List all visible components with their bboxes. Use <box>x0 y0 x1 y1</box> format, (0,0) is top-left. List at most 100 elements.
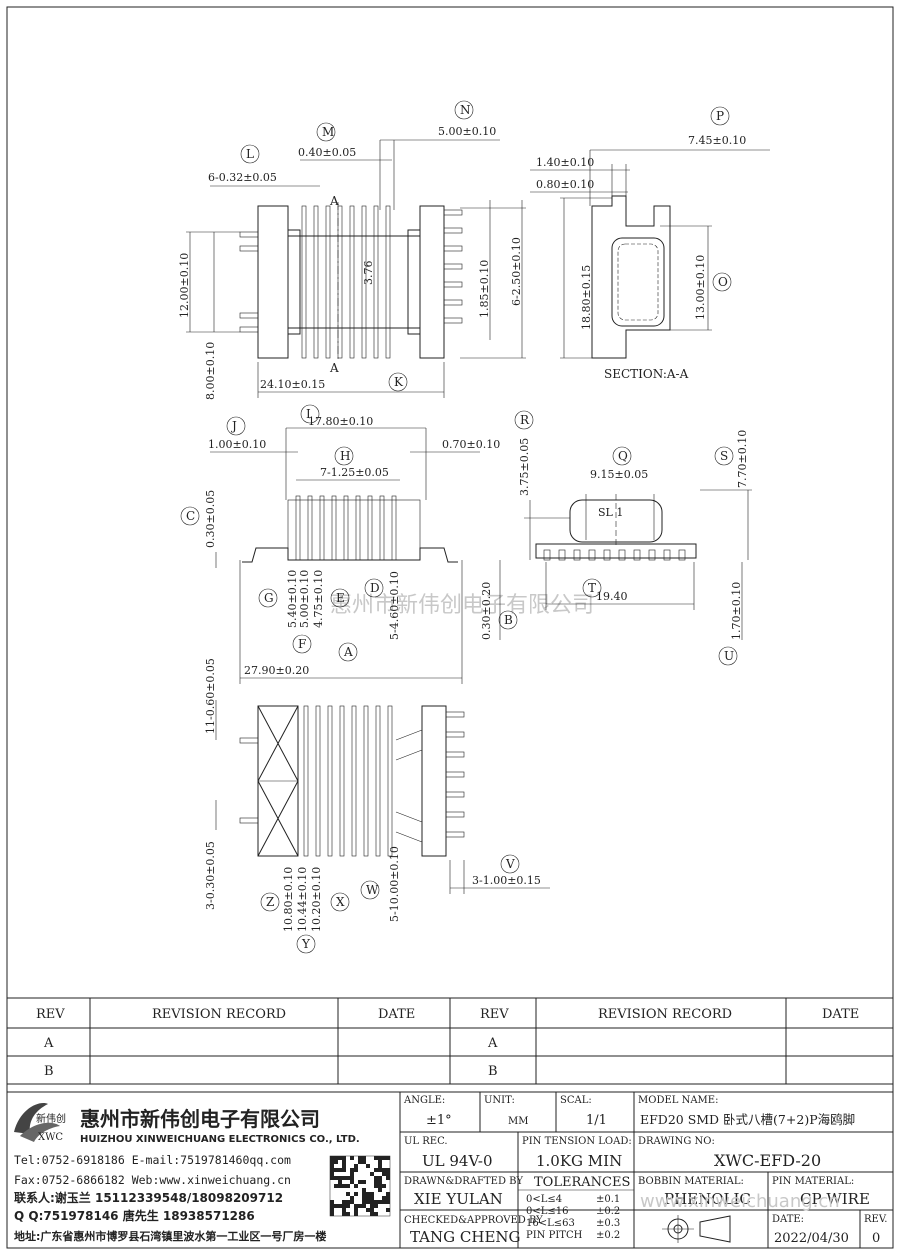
balloon-circle <box>330 588 350 608</box>
fin-plate <box>373 205 379 359</box>
bobbin-label: BOBBIN MATERIAL: <box>638 1176 744 1187</box>
fin-plate <box>331 495 337 561</box>
balloon-u: U <box>724 649 734 663</box>
angle-value: ±1° <box>426 1113 452 1128</box>
pin <box>663 549 671 561</box>
fin-plate <box>295 495 301 561</box>
fin-plate <box>327 705 333 857</box>
balloon-circle <box>718 646 738 666</box>
dim-8: 8.00±0.10 <box>204 342 217 400</box>
pin <box>573 549 581 561</box>
dim-B: 0.30±0.20 <box>480 582 493 640</box>
balloon-m: M <box>322 125 334 139</box>
section-view <box>530 149 770 359</box>
balloon-circle <box>498 610 518 630</box>
balloon-c: C <box>186 509 195 523</box>
dim-1106: 11-0.60±0.05 <box>204 658 217 734</box>
dim-R: 3.75±0.05 <box>518 438 531 496</box>
pin <box>443 317 463 324</box>
title-block <box>6 1091 894 1249</box>
fin-plate <box>355 495 361 561</box>
balloon-circle <box>260 892 280 912</box>
scale-label: SCAL: <box>560 1095 592 1106</box>
balloon-circle <box>316 122 336 142</box>
pin <box>443 281 463 288</box>
dim-E: 4.75±0.10 <box>312 570 325 628</box>
section-mark-bottom: A <box>329 361 339 375</box>
balloon-v: V <box>505 857 515 871</box>
date-label: DATE: <box>772 1214 804 1225</box>
fin-plate <box>351 705 357 857</box>
dim-1880: 18.80±0.15 <box>580 265 593 330</box>
dim-Y: 10.44±0.10 <box>296 867 309 932</box>
rev-header-4: REV <box>480 1007 509 1022</box>
pin <box>633 549 641 561</box>
bobbin-value: PHENOLIC <box>664 1190 751 1208</box>
tol-val-4: ±0.2 <box>596 1230 620 1241</box>
fin-plate <box>375 705 381 857</box>
balloon-d: D <box>370 581 380 595</box>
fin-plate <box>343 495 349 561</box>
dim-V: 3-1.00±0.15 <box>472 874 541 887</box>
dim-080: 0.80±0.10 <box>536 178 594 191</box>
pin <box>543 549 551 561</box>
ul-value: UL 94V-0 <box>422 1152 493 1170</box>
dim-H: 7-1.25±0.05 <box>320 466 389 479</box>
balloon-circle <box>360 880 380 900</box>
rev-value: 0 <box>872 1231 880 1246</box>
tol-row-4: PIN PITCH <box>526 1230 583 1241</box>
date-value: 2022/04/30 <box>774 1231 849 1246</box>
drawing-no-value: XWC-EFD-20 <box>714 1151 821 1170</box>
bottom-view <box>215 700 550 894</box>
rev-row-left-a: A <box>43 1036 54 1051</box>
balloon-circle <box>292 634 312 654</box>
contact-line: 联系人:谢玉兰 15112339548/18098209712 <box>14 1190 283 1205</box>
dim-X: 10.20±0.10 <box>310 867 323 932</box>
revision-table <box>6 997 894 1085</box>
balloon-j: J <box>230 419 237 433</box>
fin-plate <box>337 205 343 359</box>
drawn-label: DRAWN&DRAFTED BY <box>404 1176 523 1187</box>
balloon-circle <box>710 106 730 126</box>
pin <box>603 549 611 561</box>
rev-label: REV. <box>864 1214 887 1225</box>
qq-line: Q Q:751978146 唐先生 18938571286 <box>14 1208 255 1223</box>
drawing-no-label: DRAWING NO: <box>638 1136 715 1147</box>
fin-plate <box>379 495 385 561</box>
tol-row-3: 16<L≤63 <box>526 1218 575 1229</box>
balloon-circle <box>714 446 734 466</box>
balloon-circle <box>338 642 358 662</box>
balloon-k: K <box>394 375 404 389</box>
fin-plate <box>315 705 321 857</box>
balloon-z: Z <box>266 895 274 909</box>
tolerances-label: TOLERANCES <box>534 1175 630 1190</box>
drawn-value: XIE YULAN <box>414 1190 503 1208</box>
balloon-circle <box>330 892 350 912</box>
dim-140: 1.40±0.10 <box>536 156 594 169</box>
dim-G: 5.40±0.10 <box>286 570 299 628</box>
dim-S: 7.70±0.10 <box>736 430 749 488</box>
balloon-circle <box>226 416 246 436</box>
pin <box>618 549 626 561</box>
balloon-x: X <box>336 895 345 909</box>
pin <box>445 731 465 738</box>
pin <box>445 751 465 758</box>
dim-N: 5.00±0.10 <box>438 125 496 138</box>
fin-plate <box>319 495 325 561</box>
angle-label: ANGLE: <box>403 1095 445 1106</box>
ul-label: UL REC. <box>404 1136 448 1147</box>
fin-plate <box>349 205 355 359</box>
balloon-o: O <box>718 275 728 289</box>
pin <box>445 771 465 778</box>
rev-header-2: REVISION RECORD <box>152 1007 286 1022</box>
balloon-circle <box>364 578 384 598</box>
rev-header-1: REV <box>36 1007 65 1022</box>
balloon-q: Q <box>618 449 628 463</box>
projection-symbol-icon <box>662 1215 731 1243</box>
logo-cn: 新伟创 <box>36 1112 66 1125</box>
pin-material-value: CP WIRE <box>800 1190 870 1208</box>
dim-376: 3.76 <box>362 261 375 286</box>
balloon-circle <box>514 410 534 430</box>
pin <box>558 549 566 561</box>
